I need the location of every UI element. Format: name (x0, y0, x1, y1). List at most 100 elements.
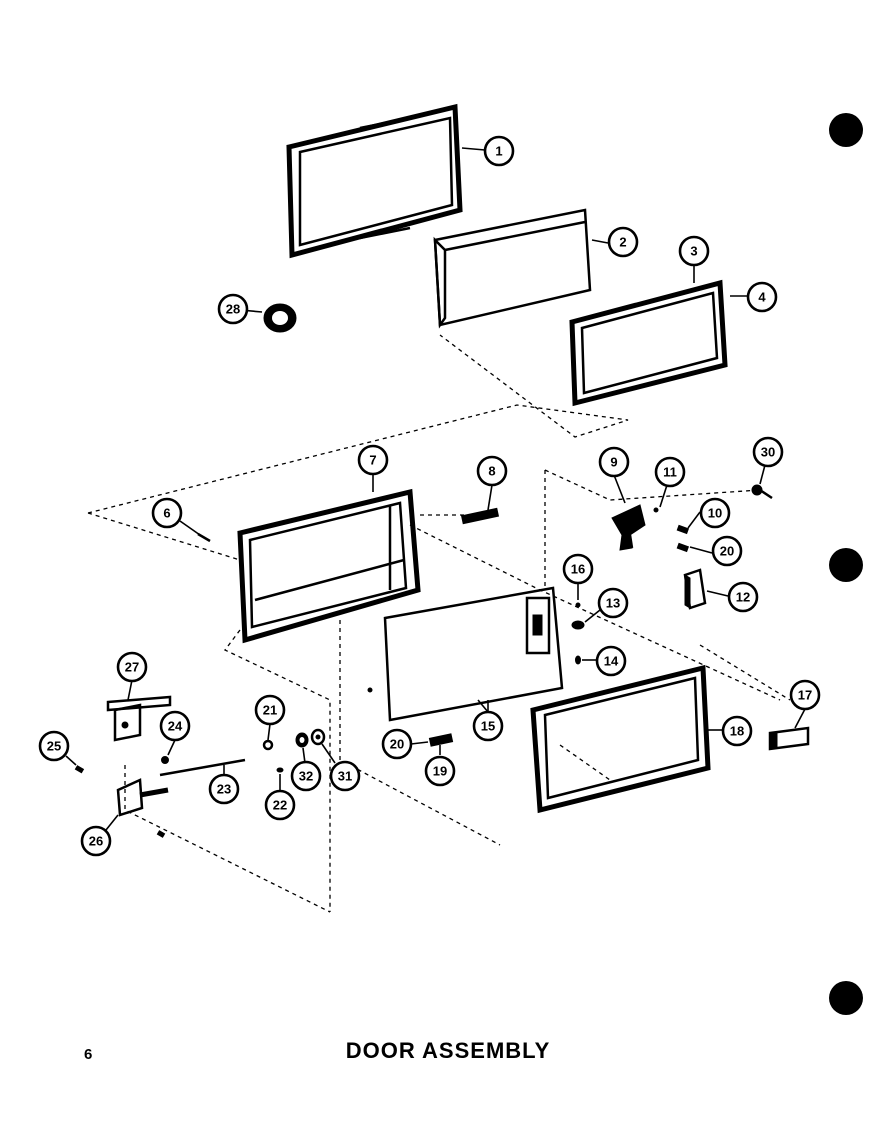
callout-6: 6 (151, 497, 183, 529)
callouts: 1 2 3 4 6 7 8 9 11 10 20 30 16 13 12 14 … (38, 135, 821, 857)
guide-center-drop (339, 620, 501, 846)
callout-32: 32 (290, 760, 322, 792)
part-15-panel (367, 586, 564, 722)
callout-15: 15 (472, 710, 504, 742)
part-27-hinge-plate (106, 695, 172, 742)
svg-text:2: 2 (619, 235, 626, 250)
svg-text:9: 9 (610, 455, 617, 470)
callout-11: 11 (654, 456, 686, 488)
svg-text:25: 25 (47, 739, 61, 754)
callout-24: 24 (159, 710, 191, 742)
callout-16: 16 (562, 553, 594, 585)
svg-text:12: 12 (736, 590, 750, 605)
punch-holes (829, 113, 863, 1015)
svg-text:21: 21 (263, 703, 277, 718)
part-26-hinge (74, 756, 246, 838)
callout-14: 14 (595, 645, 627, 677)
callout-13: 13 (597, 587, 629, 619)
svg-text:31: 31 (338, 769, 352, 784)
svg-text:19: 19 (433, 764, 447, 779)
callout-17: 17 (789, 679, 821, 711)
part-6-screw (197, 532, 211, 543)
hinge-bearings (262, 728, 326, 773)
page-number: 6 (84, 1046, 93, 1063)
svg-text:8: 8 (488, 464, 495, 479)
callout-1: 1 (483, 135, 515, 167)
callout-21: 21 (254, 694, 286, 726)
part-2-box (433, 208, 592, 329)
part-12-bracket (683, 568, 707, 610)
callout-10: 10 (699, 497, 731, 529)
exploded-view-guides (87, 334, 791, 913)
part-30-spring (751, 484, 773, 500)
callout-31: 31 (329, 760, 361, 792)
punch-hole-bottom (829, 981, 863, 1015)
callout-8: 8 (476, 455, 508, 487)
guide-left-drop (224, 629, 331, 912)
part-9-latch (611, 504, 646, 551)
part-18-window-frame (530, 664, 711, 814)
svg-text:16: 16 (571, 562, 585, 577)
svg-text:27: 27 (125, 660, 139, 675)
svg-text:1: 1 (495, 144, 502, 159)
guide-left-edge (87, 512, 241, 561)
svg-text:7: 7 (369, 453, 376, 468)
guide-latch (544, 469, 761, 501)
guide-part-17 (699, 644, 791, 701)
part-8-bracket (460, 507, 500, 525)
part-1-door-frame (286, 103, 463, 259)
svg-text:22: 22 (273, 798, 287, 813)
svg-text:20: 20 (720, 544, 734, 559)
svg-text:18: 18 (730, 724, 744, 739)
svg-text:4: 4 (758, 290, 766, 305)
guide-upper-plane (87, 334, 629, 514)
callout-19: 19 (424, 755, 456, 787)
svg-text:13: 13 (606, 596, 620, 611)
svg-text:28: 28 (226, 302, 240, 317)
svg-text:14: 14 (604, 654, 619, 669)
leader-lines (65, 147, 806, 831)
svg-text:6: 6 (163, 506, 170, 521)
callout-7: 7 (357, 444, 389, 476)
svg-text:17: 17 (798, 688, 812, 703)
svg-text:26: 26 (89, 834, 103, 849)
part-19-pad (428, 733, 454, 747)
callout-20-latch: 20 (711, 535, 743, 567)
callout-28: 28 (217, 293, 249, 325)
part-4-window-frame (569, 279, 728, 407)
punch-hole-middle (829, 548, 863, 582)
svg-text:20: 20 (390, 737, 404, 752)
part-7-inner-frame (237, 488, 421, 644)
latch-pins (653, 507, 690, 553)
svg-text:24: 24 (168, 719, 183, 734)
callout-3: 3 (678, 235, 710, 267)
callout-4: 4 (746, 281, 778, 313)
callout-18: 18 (721, 715, 753, 747)
svg-text:10: 10 (708, 506, 722, 521)
punch-hole-top (829, 113, 863, 147)
part-17-handle (768, 726, 810, 751)
svg-text:32: 32 (299, 769, 313, 784)
svg-text:11: 11 (663, 465, 677, 480)
callout-2: 2 (607, 226, 639, 258)
latch-hardware (571, 602, 585, 665)
svg-text:15: 15 (481, 719, 495, 734)
callout-23: 23 (208, 773, 240, 805)
page-title: DOOR ASSEMBLY (345, 1038, 551, 1063)
callout-30: 30 (752, 436, 784, 468)
callout-12: 12 (727, 581, 759, 613)
svg-text:30: 30 (761, 445, 775, 460)
callout-9: 9 (598, 446, 630, 478)
part-28-roller (263, 303, 297, 333)
callout-20-pad: 20 (381, 728, 413, 760)
callout-22: 22 (264, 789, 296, 821)
callout-27: 27 (116, 651, 148, 683)
guide-part-18 (559, 744, 611, 781)
svg-text:23: 23 (217, 782, 231, 797)
callout-26: 26 (80, 825, 112, 857)
callout-25: 25 (38, 730, 70, 762)
svg-text:3: 3 (690, 244, 697, 259)
